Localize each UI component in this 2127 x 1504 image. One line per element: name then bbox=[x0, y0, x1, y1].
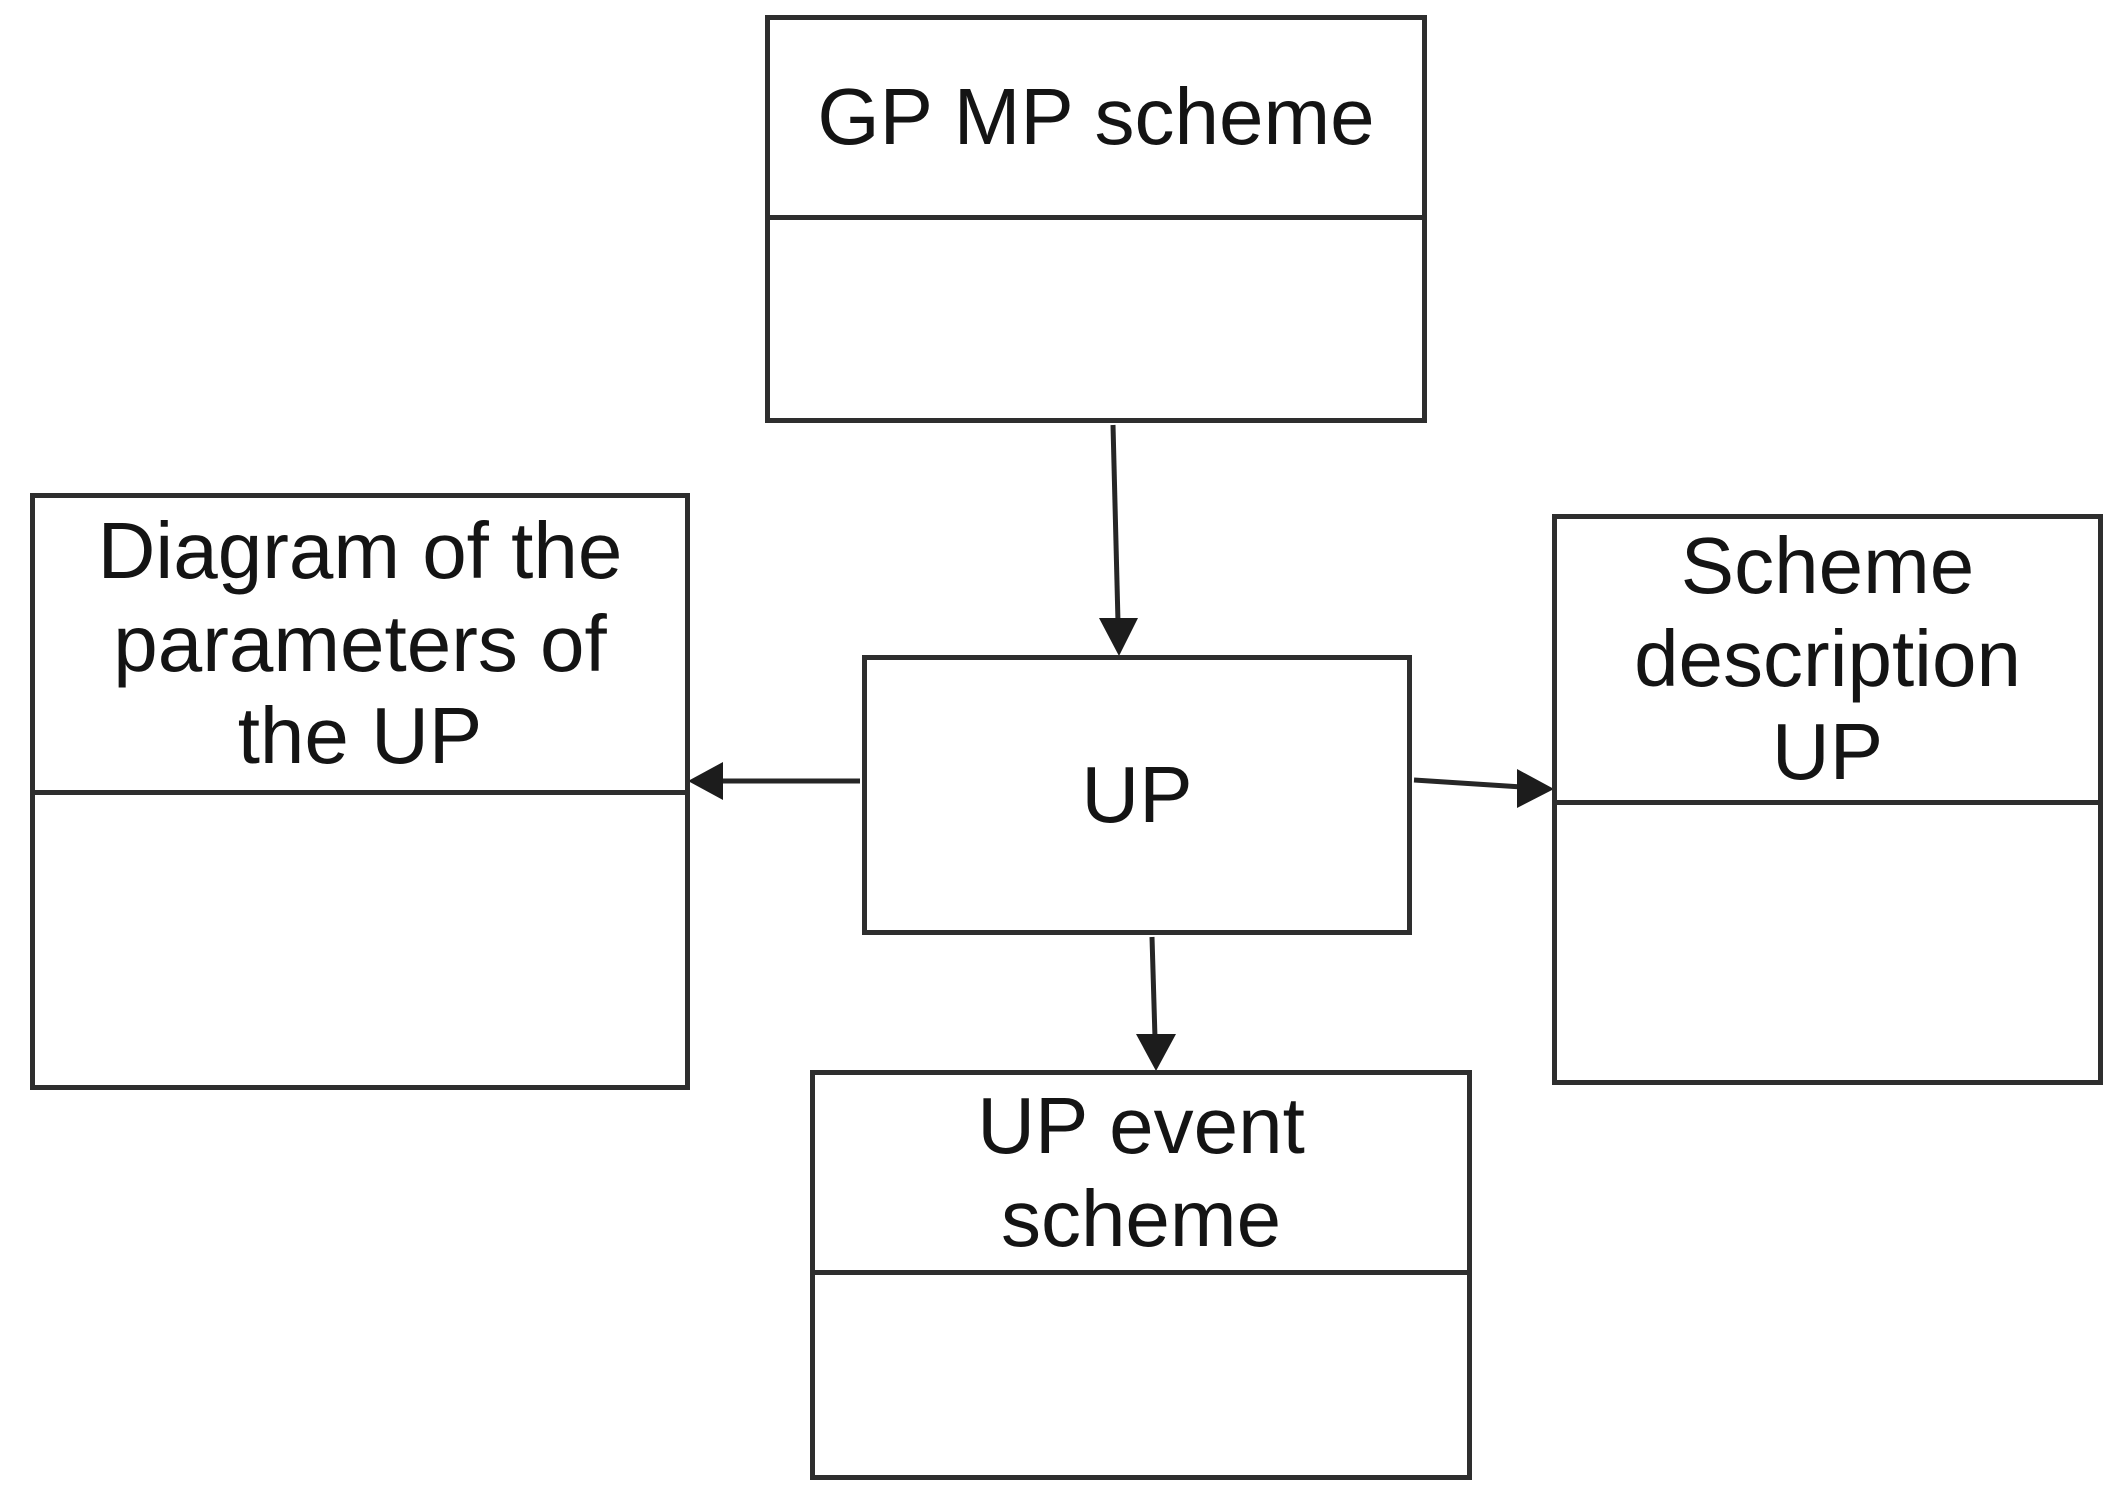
node-gp-mp-scheme: GP MP scheme bbox=[765, 15, 1427, 423]
node-gp-mp-scheme-title-cell: GP MP scheme bbox=[770, 20, 1422, 220]
node-diagram-parameters-up: Diagram of the parameters of the UP bbox=[30, 493, 690, 1090]
arrow-gp-mp-scheme-to-up bbox=[1099, 424, 1138, 656]
node-up-event-scheme-title-cell: UP event scheme bbox=[815, 1075, 1467, 1275]
node-up-cell: UP bbox=[867, 660, 1407, 930]
arrow-up-to-up-event-scheme bbox=[1136, 936, 1176, 1071]
node-label: UP event scheme bbox=[977, 1080, 1305, 1263]
node-label: Diagram of the parameters of the UP bbox=[97, 505, 623, 781]
node-label: UP bbox=[1081, 749, 1193, 839]
node-diagram-parameters-up-body-cell bbox=[35, 795, 685, 1085]
arrow-up-to-scheme-description bbox=[1413, 769, 1554, 808]
node-scheme-description-up-body-cell bbox=[1557, 805, 2098, 1080]
arrow-up-to-diagram-parameters bbox=[688, 762, 860, 800]
node-gp-mp-scheme-body-cell bbox=[770, 220, 1422, 418]
node-label: Scheme description UP bbox=[1634, 521, 2021, 796]
node-up-event-scheme: UP event scheme bbox=[810, 1070, 1472, 1480]
node-scheme-description-up: Scheme description UP bbox=[1552, 514, 2103, 1085]
node-scheme-description-up-title-cell: Scheme description UP bbox=[1557, 519, 2098, 805]
node-up: UP bbox=[862, 655, 1412, 935]
node-up-event-scheme-body-cell bbox=[815, 1275, 1467, 1475]
node-label: GP MP scheme bbox=[817, 72, 1375, 162]
node-diagram-parameters-up-title-cell: Diagram of the parameters of the UP bbox=[35, 498, 685, 795]
